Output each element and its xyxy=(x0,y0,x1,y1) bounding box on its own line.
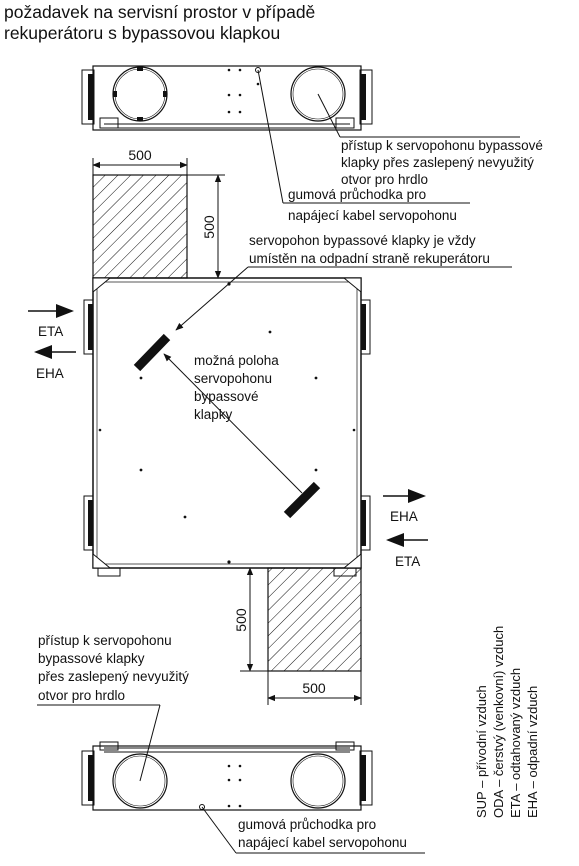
dimension-bottom-width: 500 xyxy=(267,671,362,705)
callout-bottom-access-line-1: přístup k servopohonu xyxy=(38,633,172,648)
callout-bottom-grommet-line-1: gumová průchodka pro xyxy=(238,817,376,832)
arrow-right-icon xyxy=(408,489,426,503)
service-area-top xyxy=(92,174,188,279)
callout-top-access-line-1: přístup k servopohonu bypassové xyxy=(341,138,543,153)
callout-possible-position: možná poloha servopohonu bypassové klapk… xyxy=(194,353,279,422)
service-area-bottom xyxy=(267,567,362,672)
unit-plan-view xyxy=(83,277,371,577)
callout-actuator-side-line-1: servopohon bypassové klapky je vždy xyxy=(249,233,476,248)
callout-possible-position-line-1: možná poloha xyxy=(194,353,279,368)
legend-eha: EHA – odpadní vzduch xyxy=(525,686,540,818)
leader-lines xyxy=(37,69,520,854)
airflow-right-in: ETA xyxy=(386,533,428,569)
title-line-1: požadavek na servisní prostor v případě xyxy=(4,2,316,22)
actuator-position-2 xyxy=(283,481,321,519)
port-left-in-label: ETA xyxy=(38,324,63,339)
dimension-top-width: 500 xyxy=(92,147,188,175)
callout-bottom-grommet: gumová průchodka pro napájecí kabel serv… xyxy=(238,817,407,850)
callout-bottom-grommet-line-2: napájecí kabel servopohonu xyxy=(238,835,407,850)
title-line-2: rekuperátoru s bypassovou klapkou xyxy=(4,23,281,43)
callout-top-grommet: gumová průchodka pro napájecí kabel serv… xyxy=(288,187,457,223)
callout-top-access-line-2: klapky přes zaslepený nevyužitý xyxy=(341,155,534,170)
callout-top-grommet-line-1: gumová průchodka pro xyxy=(288,187,426,202)
callout-bottom-access-line-2: bypassové klapky xyxy=(38,651,145,666)
port-right-out-label: EHA xyxy=(390,509,418,524)
airflow-left-out: EHA xyxy=(34,345,76,381)
airflow-legend: SUP – přívodní vzduch ODA – čerstvý (ven… xyxy=(474,626,540,818)
bottom-duct-right xyxy=(290,753,346,809)
legend-oda: ODA – čerstvý (venkovní) vzduch xyxy=(491,626,506,818)
dim-bottom-depth-label: 500 xyxy=(233,608,249,632)
callout-top-access-line-3: otvor pro hrdlo xyxy=(341,172,428,187)
arrow-left-icon xyxy=(34,345,52,359)
arrow-right-icon xyxy=(56,304,74,318)
top-duct-left xyxy=(112,66,168,122)
port-left-out-label: EHA xyxy=(36,366,64,381)
diagram-title: požadavek na servisní prostor v případě … xyxy=(4,2,315,44)
callout-actuator-side-line-2: umístěn na odpadní straně rekuperátoru xyxy=(249,251,490,266)
callout-bottom-access-line-4: otvor pro hrdlo xyxy=(38,688,125,703)
callout-top-access: přístup k servopohonu bypassové klapky p… xyxy=(341,138,543,187)
dim-bottom-width-label: 500 xyxy=(302,680,326,696)
dim-top-width-label: 500 xyxy=(128,147,152,163)
dimension-bottom-depth: 500 xyxy=(233,567,268,672)
legend-eta: ETA – odtahovaný vzduch xyxy=(508,668,523,818)
dimension-top-depth: 500 xyxy=(187,174,225,279)
dim-top-depth-label: 500 xyxy=(201,215,217,239)
top-unit-view xyxy=(81,65,373,131)
callout-actuator-side: servopohon bypassové klapky je vždy umís… xyxy=(249,233,490,266)
callout-bottom-access: přístup k servopohonu bypassové klapky p… xyxy=(38,633,189,703)
bottom-unit-view xyxy=(81,741,373,811)
callout-bottom-access-line-3: přes zaslepený nevyužitý xyxy=(38,669,189,684)
callout-possible-position-line-3: bypassové xyxy=(194,389,259,404)
top-duct-right xyxy=(290,66,346,122)
callout-possible-position-line-4: klapky xyxy=(194,407,233,422)
actuator-position-1 xyxy=(133,333,171,372)
arrow-left-icon xyxy=(386,533,404,547)
airflow-left-in: ETA xyxy=(28,304,74,339)
callout-possible-position-line-2: servopohonu xyxy=(194,371,272,386)
airflow-right-out: EHA xyxy=(383,489,426,524)
callout-top-grommet-line-2: napájecí kabel servopohonu xyxy=(288,208,457,223)
legend-sup: SUP – přívodní vzduch xyxy=(474,685,489,818)
bottom-duct-left xyxy=(112,753,168,809)
port-right-in-label: ETA xyxy=(395,554,420,569)
